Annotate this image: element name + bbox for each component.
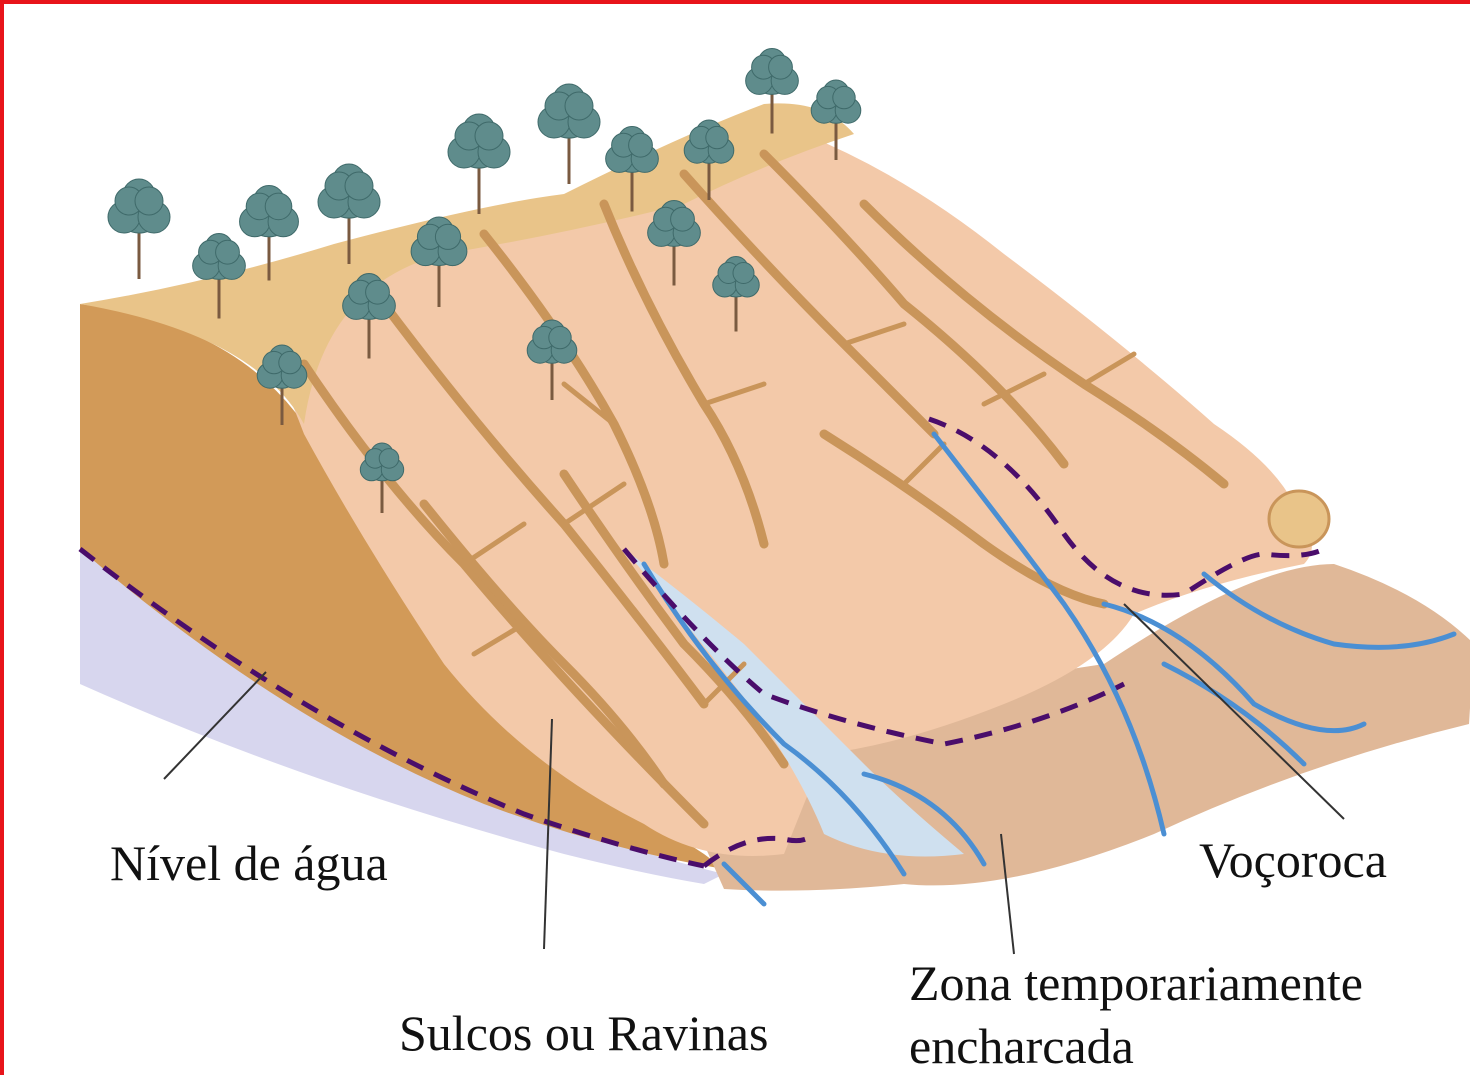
label-water-level: Nível de água [110, 834, 388, 892]
label-gully: Voçoroca [1199, 831, 1387, 889]
erosion-diagram [4, 4, 1470, 1079]
label-rills: Sulcos ou Ravinas [399, 1004, 768, 1062]
rock-knob [1269, 491, 1329, 547]
tree-icon [538, 84, 600, 184]
label-wet-zone-line1: Zona temporariamente [909, 954, 1363, 1012]
tree-icon [108, 179, 170, 279]
tree-icon [448, 114, 510, 214]
label-wet-zone-line2: encharcada [909, 1017, 1134, 1075]
